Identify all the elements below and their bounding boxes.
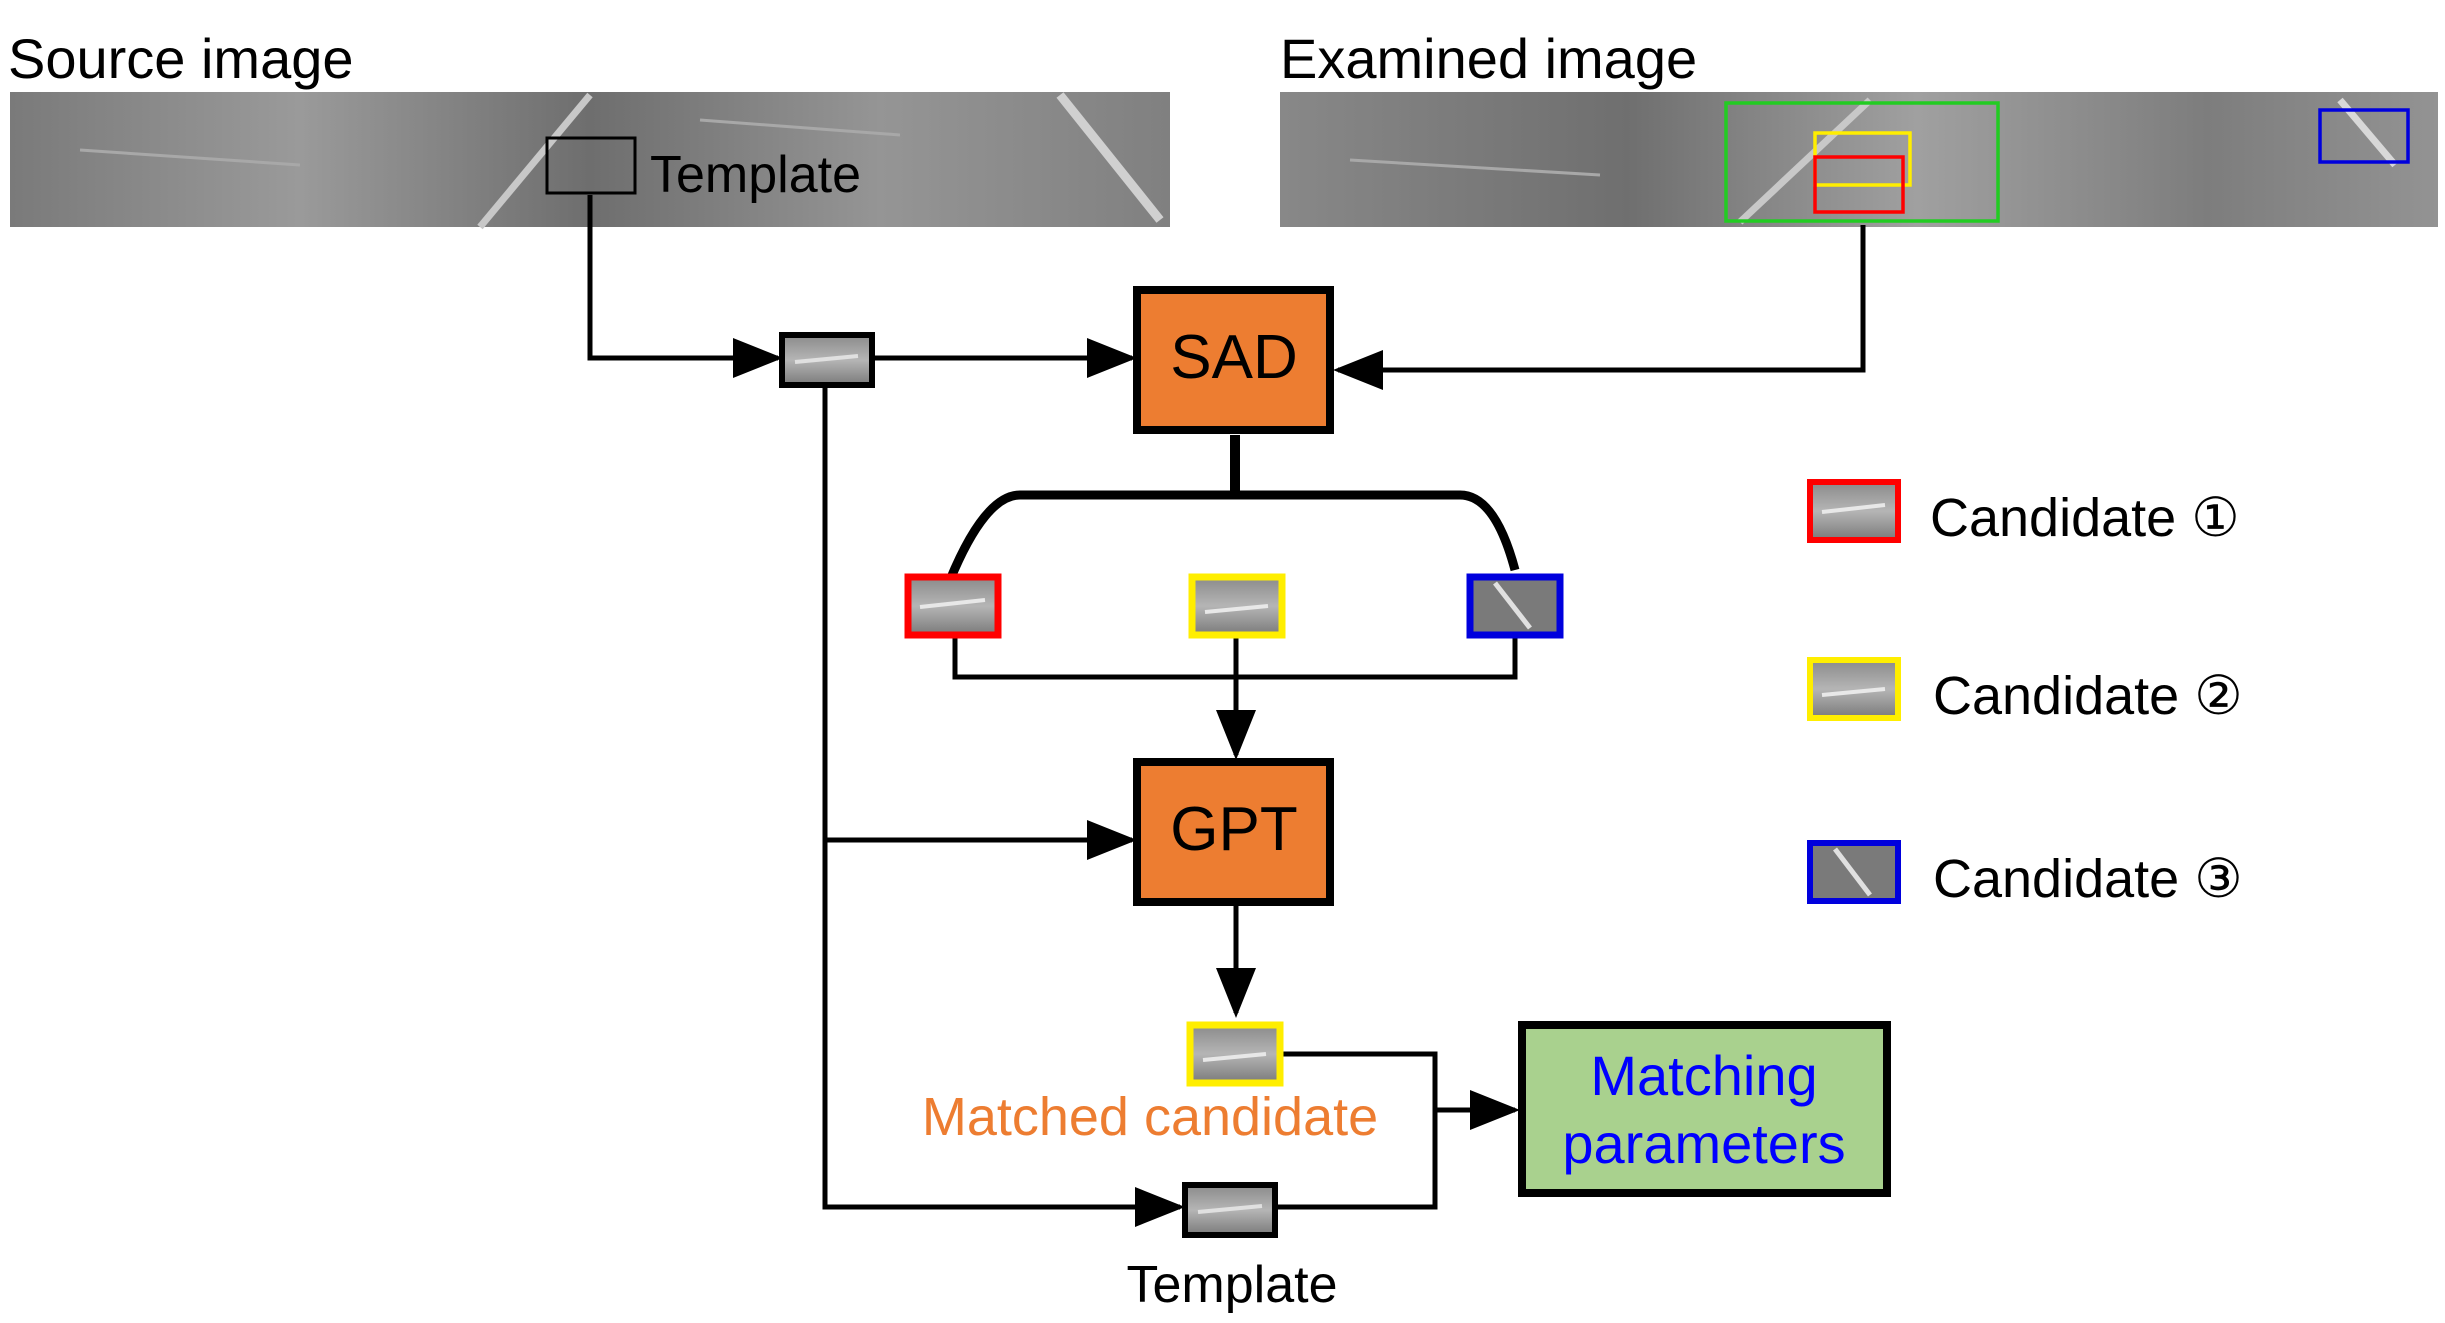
- gpt-label: GPT: [1170, 795, 1297, 864]
- template-thumbnail: [779, 332, 875, 388]
- candidate-3-region: [2318, 108, 2410, 164]
- template-selection-box: [545, 136, 637, 195]
- gpt-box: [1133, 758, 1334, 906]
- matching-parameters-line1: Matching: [1590, 1044, 1817, 1107]
- legend-label-3: Candidate ③: [1933, 849, 2243, 909]
- legend-item-3: Candidate ③: [1807, 840, 2243, 909]
- legend-label-2: Candidate ②: [1933, 666, 2243, 726]
- connectors: [587, 195, 1866, 1227]
- search-window-box: [1724, 101, 2000, 223]
- legend-item-2: Candidate ②: [1807, 657, 2243, 726]
- matching-parameters-line2: parameters: [1562, 1112, 1845, 1175]
- candidate-1-thumbnail: [904, 573, 1002, 639]
- matching-parameters-box: [1518, 1021, 1891, 1197]
- source-image-title: Source image: [8, 27, 354, 90]
- examined-image: [1280, 92, 2438, 227]
- template-thumbnail-bottom: [1182, 1182, 1278, 1238]
- examined-image-title: Examined image: [1280, 27, 1697, 90]
- legend-item-1: Candidate ①: [1807, 479, 2240, 548]
- template-bottom-label: Template: [1127, 1256, 1338, 1314]
- matched-candidate-label: Matched candidate: [922, 1087, 1378, 1147]
- legend-label-1: Candidate ①: [1930, 488, 2240, 548]
- candidate-1-region: [1813, 155, 1905, 214]
- sad-box: [1133, 286, 1334, 434]
- sad-label: SAD: [1170, 323, 1297, 392]
- template-label: Template: [650, 146, 861, 204]
- candidate-2-thumbnail: [1188, 573, 1286, 639]
- matched-candidate-thumbnail: [1186, 1021, 1284, 1087]
- legend: Candidate ① Candidate ② Candidate ③: [1807, 479, 2243, 909]
- candidate-3-thumbnail: [1466, 573, 1564, 639]
